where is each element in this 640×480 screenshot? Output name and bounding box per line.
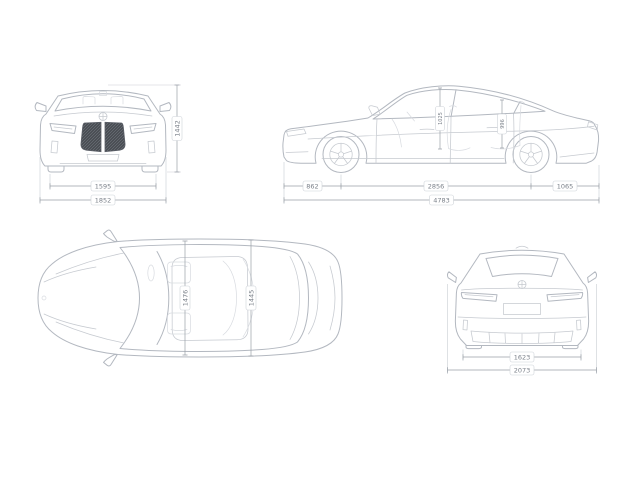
dim-label-wheelbase: 2856 bbox=[423, 180, 449, 192]
rear-detail-lines bbox=[457, 287, 587, 345]
dim-label-box bbox=[245, 285, 257, 311]
dim-label-headroom-rear: 996 bbox=[497, 113, 507, 135]
dim-label-overall-length: 4783 bbox=[429, 194, 454, 206]
brand-roundel-cross bbox=[98, 112, 108, 121]
dim-value-track-front: 1595 bbox=[95, 182, 112, 190]
front-wheel-tire bbox=[322, 136, 360, 173]
dim-label-box bbox=[509, 351, 535, 363]
dim-value-wheelbase: 2856 bbox=[428, 182, 445, 190]
rear-view: 1623 2073 bbox=[446, 245, 598, 376]
dim-label-overall-width: 1852 bbox=[90, 194, 116, 206]
front-body-outline bbox=[39, 90, 167, 167]
kidney-grille-left bbox=[80, 121, 102, 153]
dim-value-rear-overhang: 1065 bbox=[557, 182, 574, 190]
top-windshield-roof bbox=[119, 244, 309, 352]
rear-wheel-tire bbox=[512, 136, 550, 173]
side-view-dimensions: 862 2856 1065 4783 bbox=[283, 162, 600, 206]
dim-label-front-overhang: 862 bbox=[302, 180, 323, 192]
dim-label-headroom-front: 1025 bbox=[435, 106, 445, 131]
side-detail-lines bbox=[285, 105, 599, 164]
front-view-dimensions: 1595 1852 1442 bbox=[39, 84, 183, 206]
rear-wheel-spokes bbox=[520, 142, 542, 164]
dim-label-rear-overhang: 1065 bbox=[552, 180, 578, 192]
top-body-outline bbox=[37, 238, 343, 358]
top-view-dimensions: 1476 1445 bbox=[179, 239, 257, 357]
front-glass-lights-mirrors bbox=[34, 93, 172, 134]
front-view: 1595 1852 1442 bbox=[34, 84, 183, 206]
dim-label-cabin-width-front: 1476 bbox=[179, 285, 191, 311]
dim-label-box bbox=[171, 116, 183, 141]
rear-tires bbox=[465, 345, 579, 350]
dim-value-overall-width: 1852 bbox=[95, 196, 112, 204]
dim-label-box bbox=[429, 194, 454, 206]
top-mirrors bbox=[103, 229, 118, 367]
front-wheel-spokes bbox=[330, 142, 352, 164]
rear-wheel-hub bbox=[528, 151, 534, 158]
dim-label-track-front: 1595 bbox=[90, 180, 116, 192]
dim-label-box bbox=[90, 180, 116, 192]
rear-view-car-drawing bbox=[446, 245, 598, 350]
dim-label-box bbox=[302, 180, 323, 192]
dim-value-track-rear: 1623 bbox=[514, 353, 531, 361]
dim-label-box bbox=[423, 180, 449, 192]
dim-value-front-overhang: 862 bbox=[306, 182, 318, 190]
dim-value-overall-height: 1442 bbox=[173, 120, 181, 137]
front-detail-lines bbox=[50, 111, 156, 164]
dim-value-headroom-rear: 996 bbox=[500, 119, 506, 129]
front-view-car-drawing bbox=[34, 90, 172, 173]
top-detail-lines bbox=[43, 252, 336, 344]
side-view: 1025 996 862 2856 1065 bbox=[282, 85, 600, 206]
dim-value-cabin-width-front: 1476 bbox=[181, 290, 189, 307]
rear-mirrors bbox=[446, 271, 598, 283]
front-tires bbox=[47, 165, 159, 173]
rear-view-dimensions: 1623 2073 bbox=[447, 284, 597, 376]
rear-body-outline bbox=[454, 249, 590, 346]
dim-value-overall-length: 4783 bbox=[433, 196, 450, 204]
kidney-grille-right bbox=[104, 121, 126, 153]
dim-label-cabin-width-rear: 1445 bbox=[245, 285, 257, 311]
side-extension-lines bbox=[283, 162, 600, 204]
dim-label-box bbox=[552, 180, 578, 192]
dim-label-overall-height: 1442 bbox=[171, 116, 183, 141]
dim-value-width-incl-mirrors: 2073 bbox=[514, 366, 531, 374]
top-steering-wheel bbox=[147, 264, 155, 282]
rear-antenna-fin bbox=[515, 245, 529, 249]
dim-label-box bbox=[509, 364, 535, 376]
front-interior-headrests bbox=[82, 91, 124, 105]
front-extension-lines bbox=[39, 84, 181, 204]
dim-label-box bbox=[497, 113, 507, 135]
side-view-car-drawing: 1025 996 bbox=[282, 85, 600, 173]
dim-label-track-rear: 1623 bbox=[509, 351, 535, 363]
top-nose-roundel-icon bbox=[41, 295, 47, 301]
dim-label-box bbox=[179, 285, 191, 311]
dim-label-box bbox=[435, 106, 445, 131]
dim-label-width-incl-mirrors: 2073 bbox=[509, 364, 535, 376]
dim-value-cabin-width-rear: 1445 bbox=[247, 290, 255, 307]
side-interior-seats bbox=[391, 101, 525, 151]
rear-taillights bbox=[460, 292, 584, 302]
rear-brand-roundel-cross bbox=[517, 280, 527, 289]
dim-label-box bbox=[90, 194, 116, 206]
top-view: 1476 1445 bbox=[37, 229, 343, 367]
dim-value-headroom-front: 1025 bbox=[438, 112, 444, 125]
top-interior-seats bbox=[167, 258, 255, 338]
side-glasshouse bbox=[372, 88, 546, 120]
front-wheel-hub bbox=[338, 151, 344, 158]
rear-window bbox=[485, 254, 559, 277]
